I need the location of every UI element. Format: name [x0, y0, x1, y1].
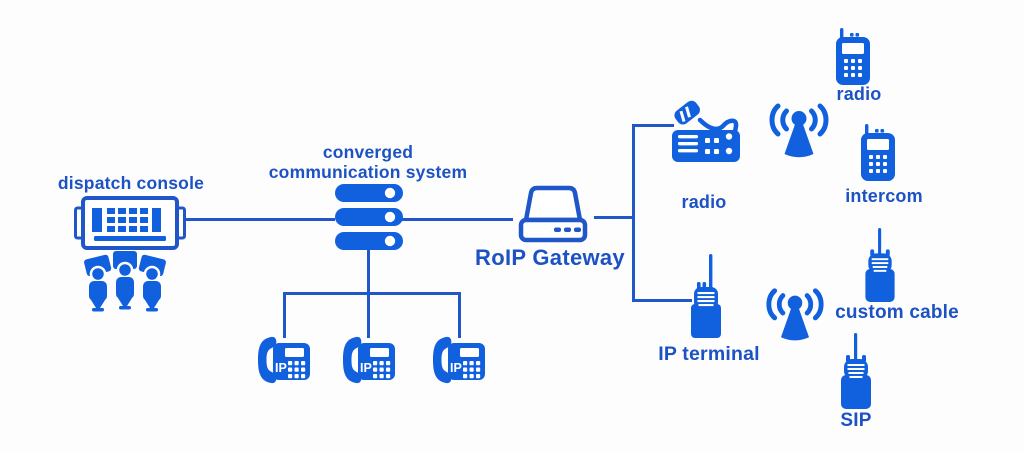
- ip-phone-icon-3: IP: [433, 336, 485, 384]
- dispatch-console-label: dispatch console: [57, 173, 205, 193]
- custom-cable-radio-icon: [865, 228, 895, 303]
- converged-system-label-line1: converged: [322, 142, 414, 162]
- connector-gateway-branch: [594, 216, 634, 219]
- roip-gateway-icon: [518, 185, 588, 243]
- dispatch-console-icon: [74, 196, 186, 250]
- custom-cable-label: custom cable: [835, 302, 959, 323]
- wireless-tower-bottom-icon: [766, 288, 824, 341]
- radio-base-station-icon: [672, 100, 740, 162]
- ip-phone-text: IP: [450, 361, 462, 375]
- connector-server-gateway: [402, 218, 513, 221]
- ip-phone-icon-2: IP: [343, 336, 395, 384]
- connector-branch-ipterminal: [632, 299, 692, 302]
- ip-phone-icon-1: IP: [258, 336, 310, 384]
- connector-phone-bus: [283, 292, 461, 295]
- radio-base-station-label: radio: [681, 192, 727, 212]
- converged-system-label-line2: communication system: [268, 162, 468, 182]
- handheld-radio-icon: [836, 28, 870, 85]
- intercom-icon: [861, 124, 895, 181]
- handheld-radio-label: radio: [836, 84, 882, 104]
- connector-branch-radio: [632, 124, 674, 127]
- connector-bus-phone1: [283, 292, 286, 338]
- connector-bus-phone3: [458, 292, 461, 338]
- dispatch-operators-icon: [84, 251, 166, 312]
- ip-terminal-icon: [691, 254, 721, 338]
- connector-console-server: [186, 218, 335, 221]
- roip-gateway-label: RoIP Gateway: [475, 245, 625, 270]
- wireless-tower-top-icon: [769, 103, 829, 158]
- ip-phone-text: IP: [360, 361, 372, 375]
- ip-terminal-label: IP terminal: [658, 343, 760, 365]
- converged-system-label: converged communication system: [269, 142, 468, 182]
- intercom-label: intercom: [845, 186, 923, 206]
- ip-phone-text: IP: [275, 361, 287, 375]
- sip-label: SIP: [840, 410, 872, 431]
- server-stack-icon: [335, 184, 403, 250]
- sip-radio-icon: [841, 333, 871, 409]
- connector-branch-vertical: [632, 124, 635, 301]
